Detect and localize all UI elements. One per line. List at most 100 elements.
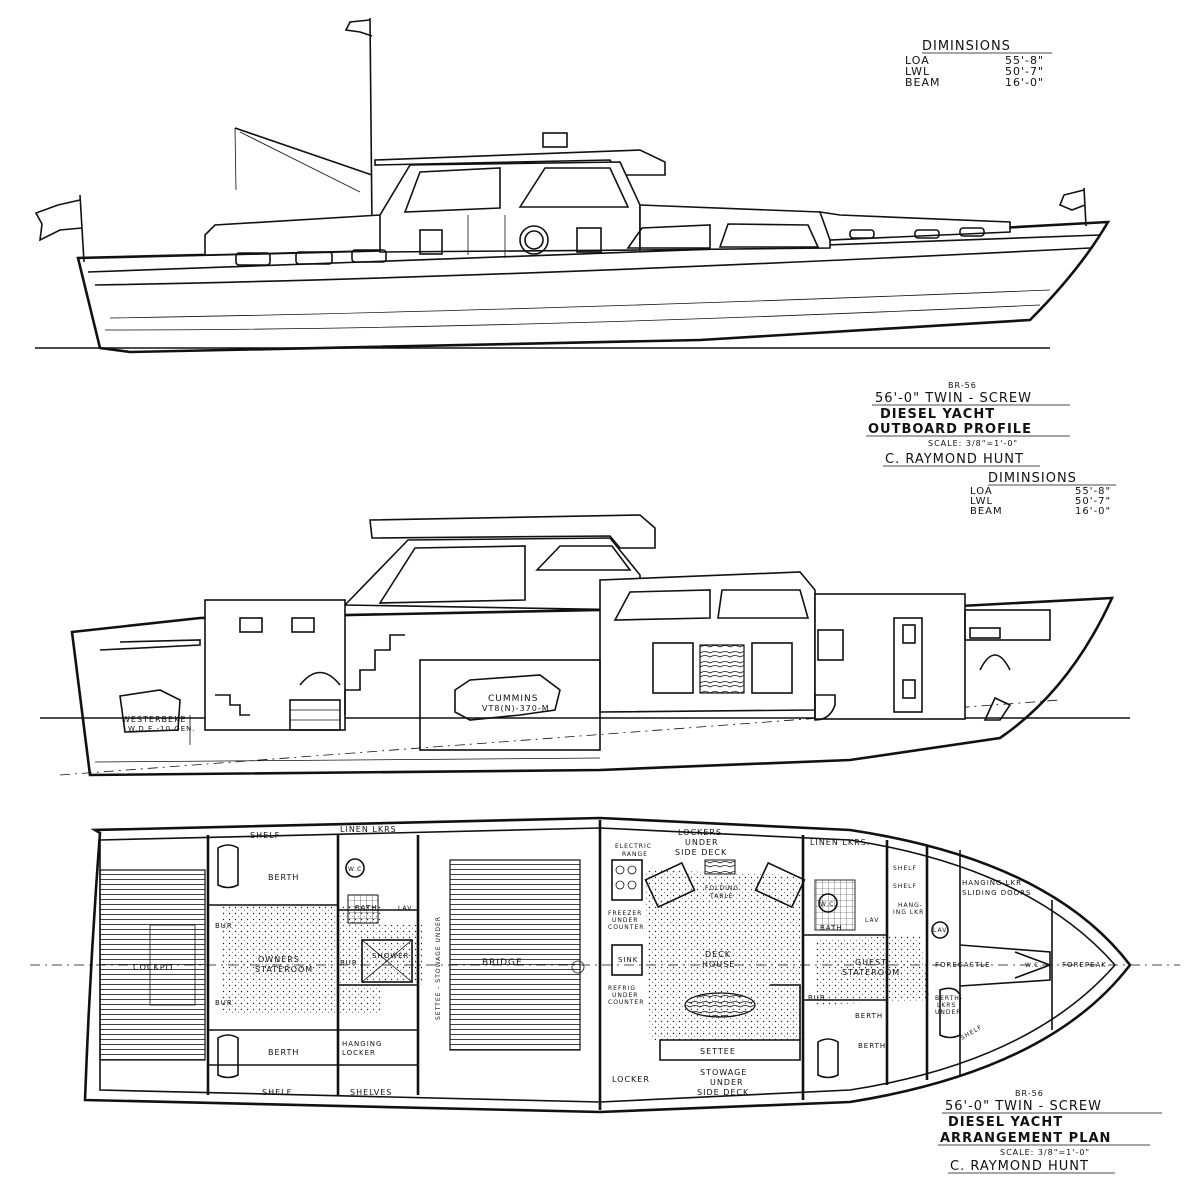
dim-lwl-value: 50'-7" — [1005, 65, 1044, 78]
label-bath: BATH — [355, 904, 378, 912]
dim-lwl-label: LWL — [905, 65, 930, 78]
label-berth-lkrs-3: UNDER — [935, 1009, 961, 1016]
plan-hull — [83, 816, 1132, 1114]
generator-label: WESTERBEKE — [122, 715, 186, 724]
dim-loa-value: 55'-8" — [1005, 54, 1044, 67]
arrangement-plan — [30, 816, 1180, 1114]
label-stateroom2: STATEROOM — [842, 968, 900, 977]
label-refrig-2: UNDER — [612, 992, 638, 999]
label-refrig-3: COUNTER — [608, 999, 644, 1006]
label-berth-lkrs-2: LKRS — [937, 1002, 956, 1009]
label-shower: SHOWER — [372, 952, 409, 960]
plan-labels: SHELF LINEN LKRS BERTH W.C. BATH LAV BUR… — [133, 825, 1106, 1097]
profile-drawing-number: BR-56 — [948, 381, 977, 390]
label-hanging: HANGING — [342, 1040, 382, 1048]
label-shelf-stbd: SHELF — [262, 1088, 292, 1097]
label-bur1: BUR — [215, 922, 233, 930]
engine-label: CUMMINS — [488, 694, 539, 704]
label-stowage-2: UNDER — [710, 1078, 744, 1087]
label-wc: W.C. — [348, 866, 365, 873]
label-electric: ELECTRIC — [615, 843, 652, 850]
label-shelf4: SHELF — [960, 1024, 984, 1042]
dimensions-mid: DIMINSIONS LOA 55'-8" LWL 50'-7" BEAM 16… — [970, 471, 1116, 517]
label-shelf2: SHELF — [893, 865, 917, 872]
section-hull — [70, 596, 1115, 777]
label-berth-stbd: BERTH — [268, 1048, 299, 1057]
profile-title-line2: DIESEL YACHT — [880, 407, 995, 422]
label-bridge: BRIDGE — [482, 958, 523, 968]
label-berth-lkrs-1: BERTH- — [935, 995, 963, 1002]
label-freezer-3: COUNTER — [608, 924, 644, 931]
dim-beam-label: BEAM — [905, 76, 941, 89]
label-wc2: W.C. — [820, 901, 837, 908]
label-lav: LAV — [398, 905, 412, 912]
dimensions-top: DIMINSIONS LOA 55'-8" LWL 50'-7" BEAM 16… — [905, 39, 1052, 89]
label-range: RANGE — [622, 851, 648, 858]
profile-title-line3: OUTBOARD PROFILE — [868, 422, 1032, 437]
dimensions-title: DIMINSIONS — [922, 39, 1011, 54]
dim-loa-label: LOA — [905, 54, 930, 67]
label-lav2: LAV — [865, 917, 879, 924]
label-hang-lkr-2: ING LKR — [893, 909, 924, 916]
label-bath2: BATH — [820, 924, 843, 932]
label-locker2: LOCKER — [612, 1075, 650, 1084]
plan-title-line1: 56'-0" TWIN - SCREW — [945, 1099, 1102, 1114]
dim2-loa-value: 55'-8" — [1075, 486, 1111, 497]
profile-scale: SCALE: 3/8"=1'-0" — [928, 439, 1018, 448]
label-lockers-3: SIDE DECK — [675, 848, 727, 857]
plan-title-line3: ARRANGEMENT PLAN — [940, 1131, 1111, 1146]
label-settee-stowage: SETTEE - STOWAGE UNDER — [435, 916, 442, 1020]
label-shelf-port: SHELF — [250, 831, 280, 840]
label-deck: DECK — [705, 950, 731, 959]
label-cockpit: COCKPIT — [133, 963, 175, 972]
outboard-profile — [34, 17, 1111, 354]
label-stowage-1: STOWAGE — [700, 1068, 747, 1077]
label-berth3: BERTH — [855, 1012, 883, 1020]
profile-designer: C. RAYMOND HUNT — [885, 452, 1024, 467]
plan-title-line2: DIESEL YACHT — [948, 1115, 1063, 1130]
dimensions-title-2: DIMINSIONS — [988, 471, 1077, 486]
label-wc3: W.C. — [1025, 962, 1042, 969]
label-lav3: LAV — [933, 927, 947, 934]
label-freezer-1: FREEZER — [608, 910, 642, 917]
dim2-lwl-label: LWL — [970, 496, 993, 507]
plan-title-block: BR-56 56'-0" TWIN - SCREW DIESEL YACHT A… — [938, 1089, 1162, 1174]
label-sliding-doors: SLIDING DOORS — [962, 889, 1031, 897]
engine-model: VT8(N)-370-M — [482, 704, 550, 713]
label-hanging-lkr: HANGING LKR — [962, 879, 1022, 887]
label-berth-port: BERTH — [268, 873, 299, 882]
label-owners: OWNERS — [258, 955, 300, 964]
dim-beam-value: 16'-0" — [1005, 76, 1044, 89]
label-lockers-2: UNDER — [685, 838, 719, 847]
label-freezer-2: UNDER — [612, 917, 638, 924]
label-linen: LINEN LKRS — [340, 825, 397, 834]
label-stateroom: STATEROOM — [255, 965, 313, 974]
label-refrig-1: REFRIG — [608, 985, 636, 992]
dim2-lwl-value: 50'-7" — [1075, 496, 1111, 507]
label-folding: FOLDING — [705, 885, 739, 892]
dim2-loa-label: LOA — [970, 486, 993, 497]
label-shelf3: SHELF — [893, 883, 917, 890]
label-shelves: SHELVES — [350, 1088, 392, 1097]
label-bur3: BUR — [215, 999, 233, 1007]
plan-designer: C. RAYMOND HUNT — [950, 1159, 1089, 1174]
label-bur4: BUR — [808, 994, 826, 1002]
label-guest: GUEST — [855, 958, 887, 967]
label-sink: SINK — [618, 956, 638, 964]
dim2-beam-value: 16'-0" — [1075, 506, 1111, 517]
plan-scale: SCALE: 3/8"=1'-0" — [1000, 1148, 1090, 1157]
label-stowage-3: SIDE DECK — [697, 1088, 749, 1097]
generator-model: W.D.E.-10 GEN. — [128, 725, 196, 733]
section-labels: WESTERBEKE W.D.E.-10 GEN. CUMMINS VT8(N)… — [122, 694, 550, 733]
label-forecastle: FORECASTLE — [935, 961, 991, 969]
label-locker: LOCKER — [342, 1049, 376, 1057]
label-bur2: BUR — [340, 959, 358, 967]
label-table: TABLE — [709, 893, 734, 900]
label-berth4: BERTH — [858, 1042, 886, 1050]
dim2-beam-label: BEAM — [970, 506, 1003, 517]
label-settee: SETTEE — [700, 1047, 736, 1056]
inboard-section — [40, 514, 1130, 777]
plan-drawing-number: BR-56 — [1015, 1089, 1044, 1098]
label-linen2: LINEN LKRS. — [810, 838, 870, 847]
